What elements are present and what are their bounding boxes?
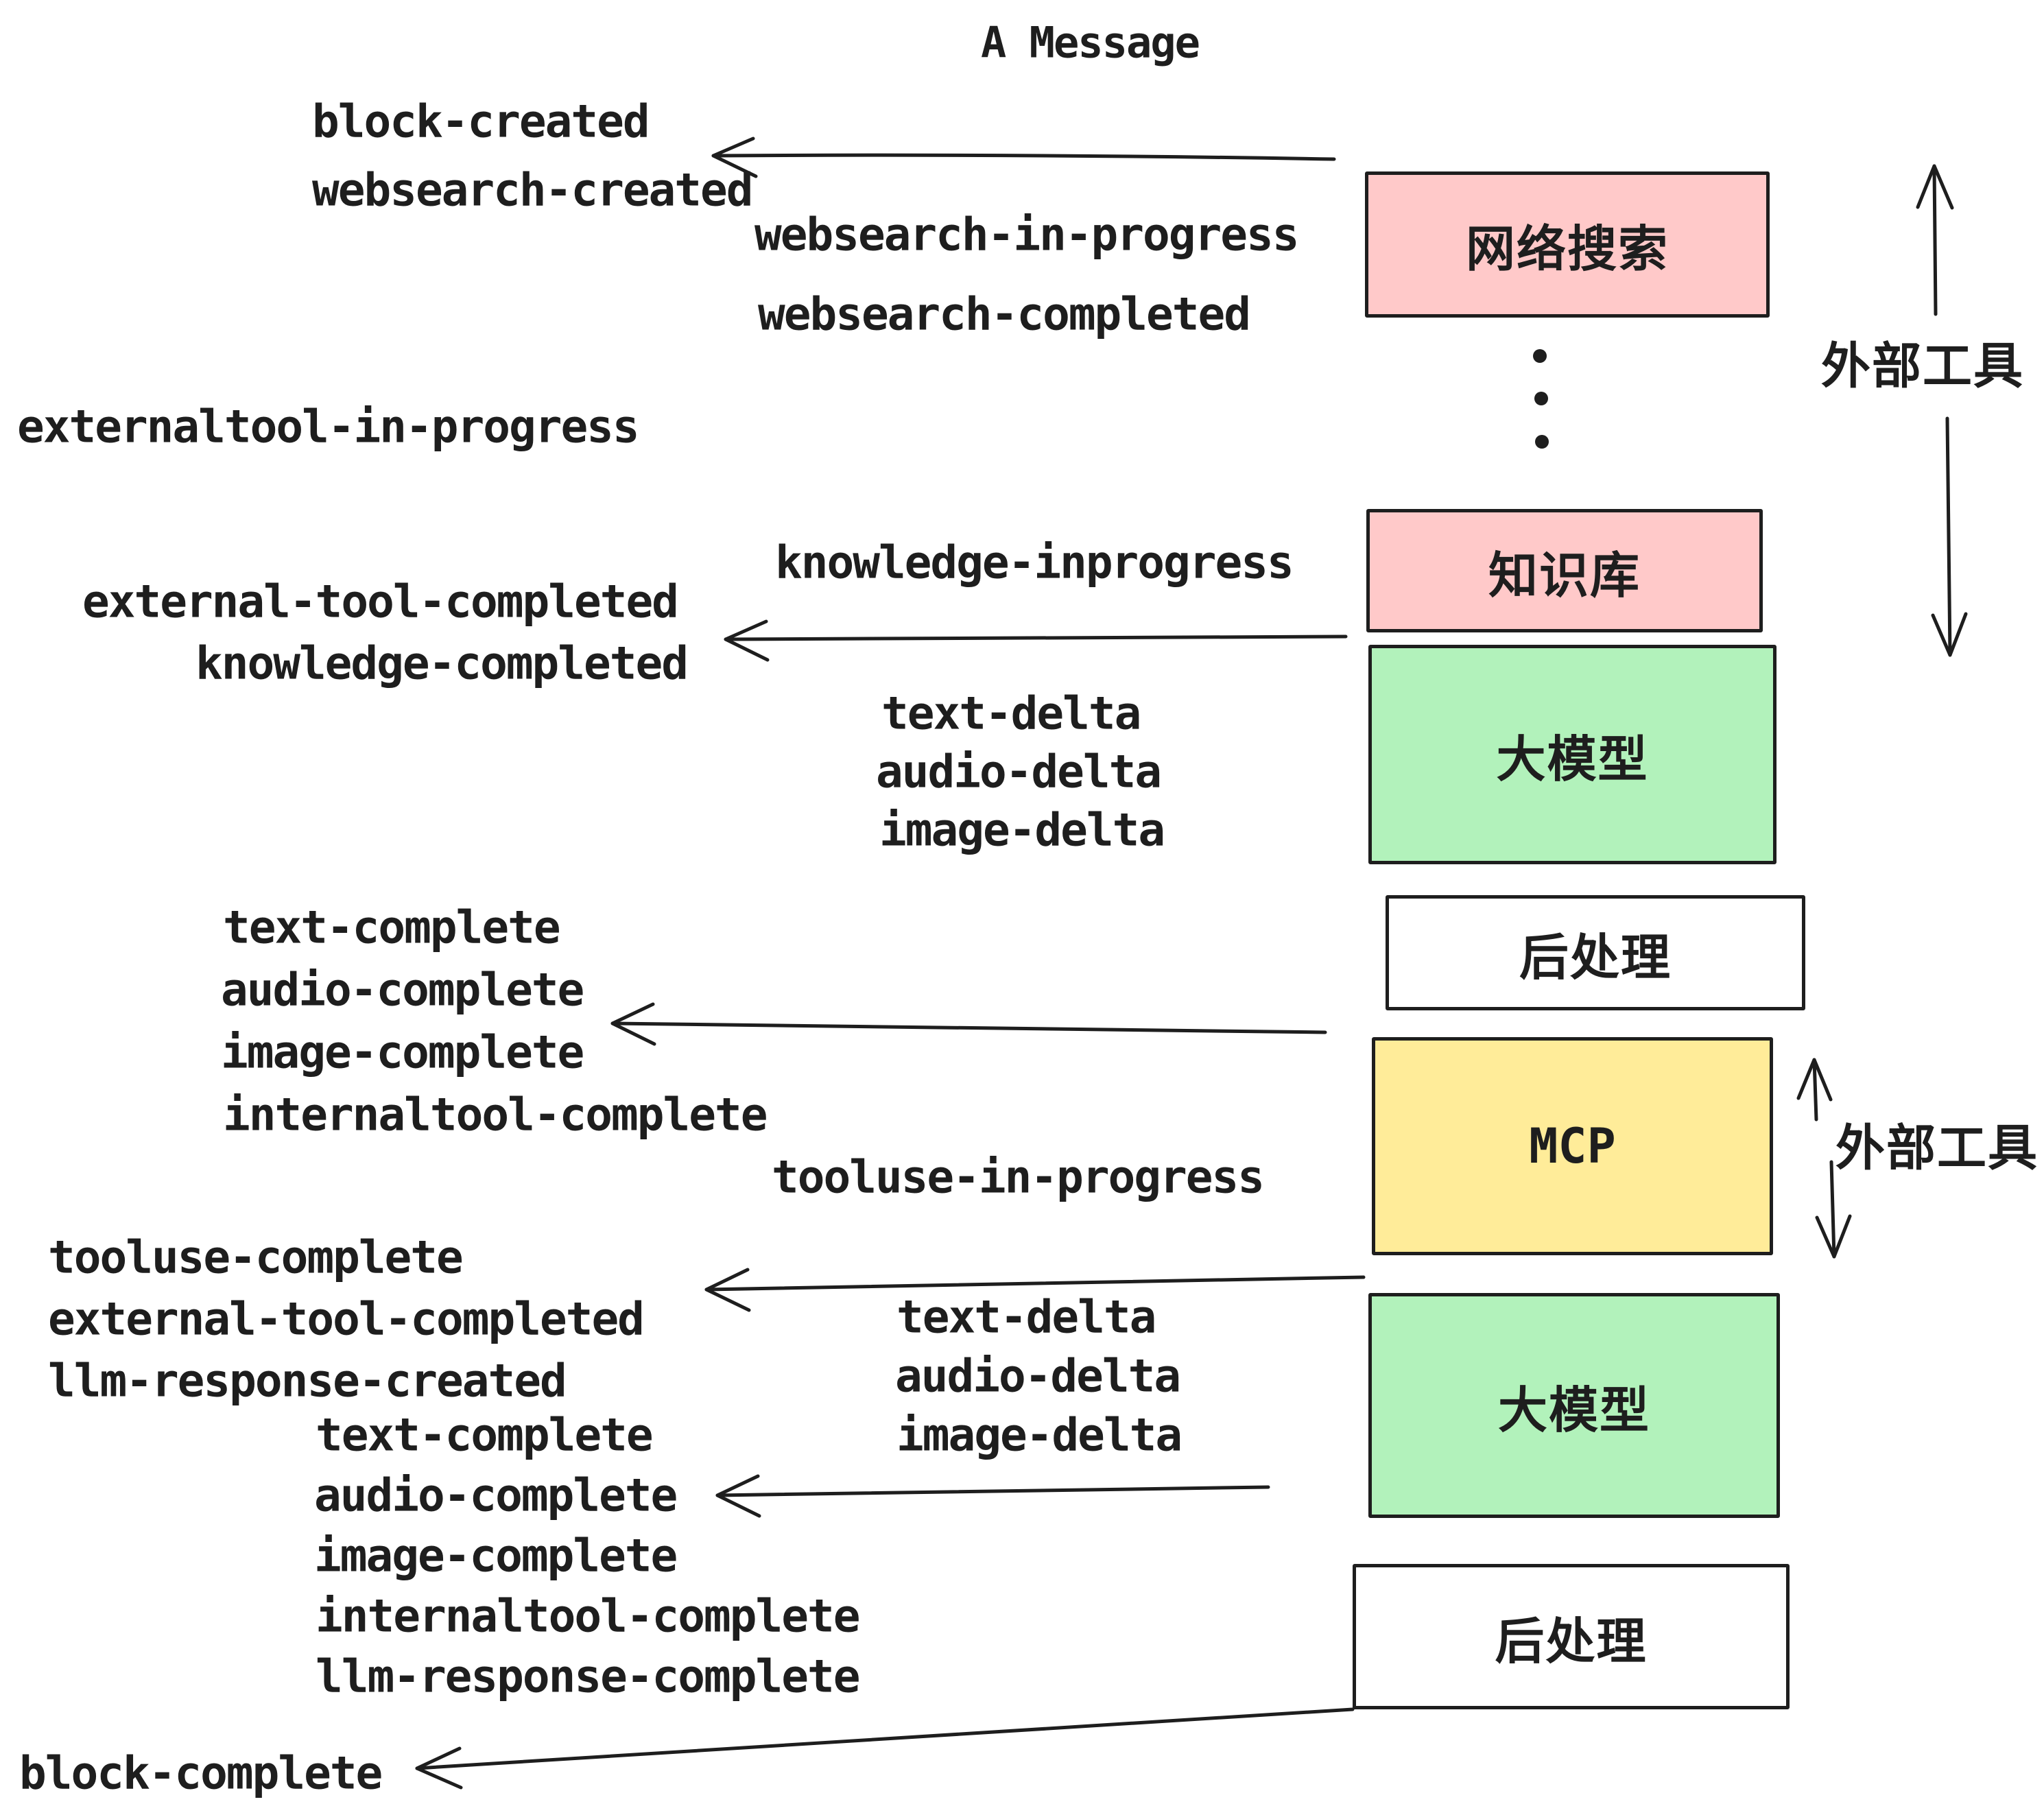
box-mcp: MCP bbox=[1372, 1037, 1773, 1255]
event-external-tool-completed-2: external-tool-completed bbox=[48, 1292, 645, 1346]
event-tooluse-in-progress: tooluse-in-progress bbox=[772, 1150, 1265, 1204]
event-websearch-created: websearch-created bbox=[312, 163, 754, 217]
arrow-knowledge-completed bbox=[724, 619, 1348, 662]
event-websearch-completed: websearch-completed bbox=[758, 287, 1251, 341]
external-tools-label-mcp: 外部工具 bbox=[1835, 1107, 2039, 1180]
box-postprocess-1: 后处理 bbox=[1386, 895, 1805, 1010]
event-block-created: block-created bbox=[312, 95, 650, 148]
event-tooluse-complete: tooluse-complete bbox=[48, 1231, 464, 1284]
event-audio-complete-1: audio-complete bbox=[221, 963, 584, 1017]
event-text-delta-1: text-delta bbox=[881, 687, 1141, 740]
event-llm-response-complete: llm-response-complete bbox=[316, 1650, 860, 1703]
event-internaltool-complete-1: internaltool-complete bbox=[223, 1088, 768, 1141]
arrow-tooluse-complete bbox=[704, 1268, 1366, 1312]
event-image-complete-1: image-complete bbox=[221, 1025, 584, 1079]
box-llm-2: 大模型 bbox=[1368, 1293, 1780, 1518]
event-audio-complete-2: audio-complete bbox=[314, 1469, 678, 1522]
event-text-complete-2: text-complete bbox=[316, 1408, 654, 1462]
external-tools-arrow-up bbox=[1916, 164, 1954, 316]
ellipsis-dots bbox=[1533, 349, 1549, 449]
box-websearch-label: 网络搜索 bbox=[1465, 220, 1669, 278]
event-llm-response-created: llm-response-created bbox=[48, 1354, 567, 1408]
event-text-delta-2: text-delta bbox=[896, 1290, 1156, 1344]
mcp-external-tools-arrow-down bbox=[1815, 1160, 1852, 1259]
external-tools-arrow-down bbox=[1931, 416, 1968, 657]
arrow-audio-complete bbox=[715, 1474, 1270, 1518]
box-mcp-label: MCP bbox=[1529, 1118, 1616, 1174]
event-image-delta-2: image-delta bbox=[896, 1408, 1183, 1462]
event-image-delta-1: image-delta bbox=[879, 803, 1165, 857]
box-postprocess-1-label: 后处理 bbox=[1519, 928, 1672, 986]
arrow-block-created bbox=[711, 137, 1336, 178]
box-knowledge: 知识库 bbox=[1366, 509, 1763, 632]
event-image-complete-2: image-complete bbox=[314, 1529, 678, 1582]
arrow-image-complete bbox=[610, 1002, 1327, 1046]
box-postprocess-2: 后处理 bbox=[1353, 1564, 1790, 1709]
event-audio-delta-2: audio-delta bbox=[895, 1349, 1181, 1403]
box-llm-1-label: 大模型 bbox=[1496, 730, 1649, 788]
box-llm-1: 大模型 bbox=[1368, 645, 1776, 864]
event-externaltool-in-progress: externaltool-in-progress bbox=[17, 400, 640, 453]
external-tools-label-top: 外部工具 bbox=[1821, 325, 2025, 398]
box-knowledge-label: 知识库 bbox=[1488, 546, 1641, 604]
mcp-external-tools-arrow-up bbox=[1796, 1058, 1833, 1121]
event-websearch-in-progress: websearch-in-progress bbox=[754, 208, 1299, 261]
event-external-tool-completed-1: external-tool-completed bbox=[82, 575, 679, 628]
event-knowledge-completed: knowledge-completed bbox=[195, 637, 689, 690]
box-websearch: 网络搜索 bbox=[1365, 171, 1770, 318]
event-internaltool-complete-2: internaltool-complete bbox=[316, 1589, 860, 1643]
event-audio-delta-1: audio-delta bbox=[876, 745, 1162, 798]
event-block-complete: block-complete bbox=[19, 1746, 383, 1800]
box-llm-2-label: 大模型 bbox=[1497, 1381, 1650, 1439]
box-postprocess-2-label: 后处理 bbox=[1495, 1612, 1648, 1670]
page-title: A Message bbox=[981, 17, 1200, 68]
event-text-complete-1: text-complete bbox=[223, 901, 561, 954]
event-knowledge-inprogress: knowledge-inprogress bbox=[775, 536, 1294, 589]
arrow-block-complete bbox=[415, 1707, 1355, 1790]
